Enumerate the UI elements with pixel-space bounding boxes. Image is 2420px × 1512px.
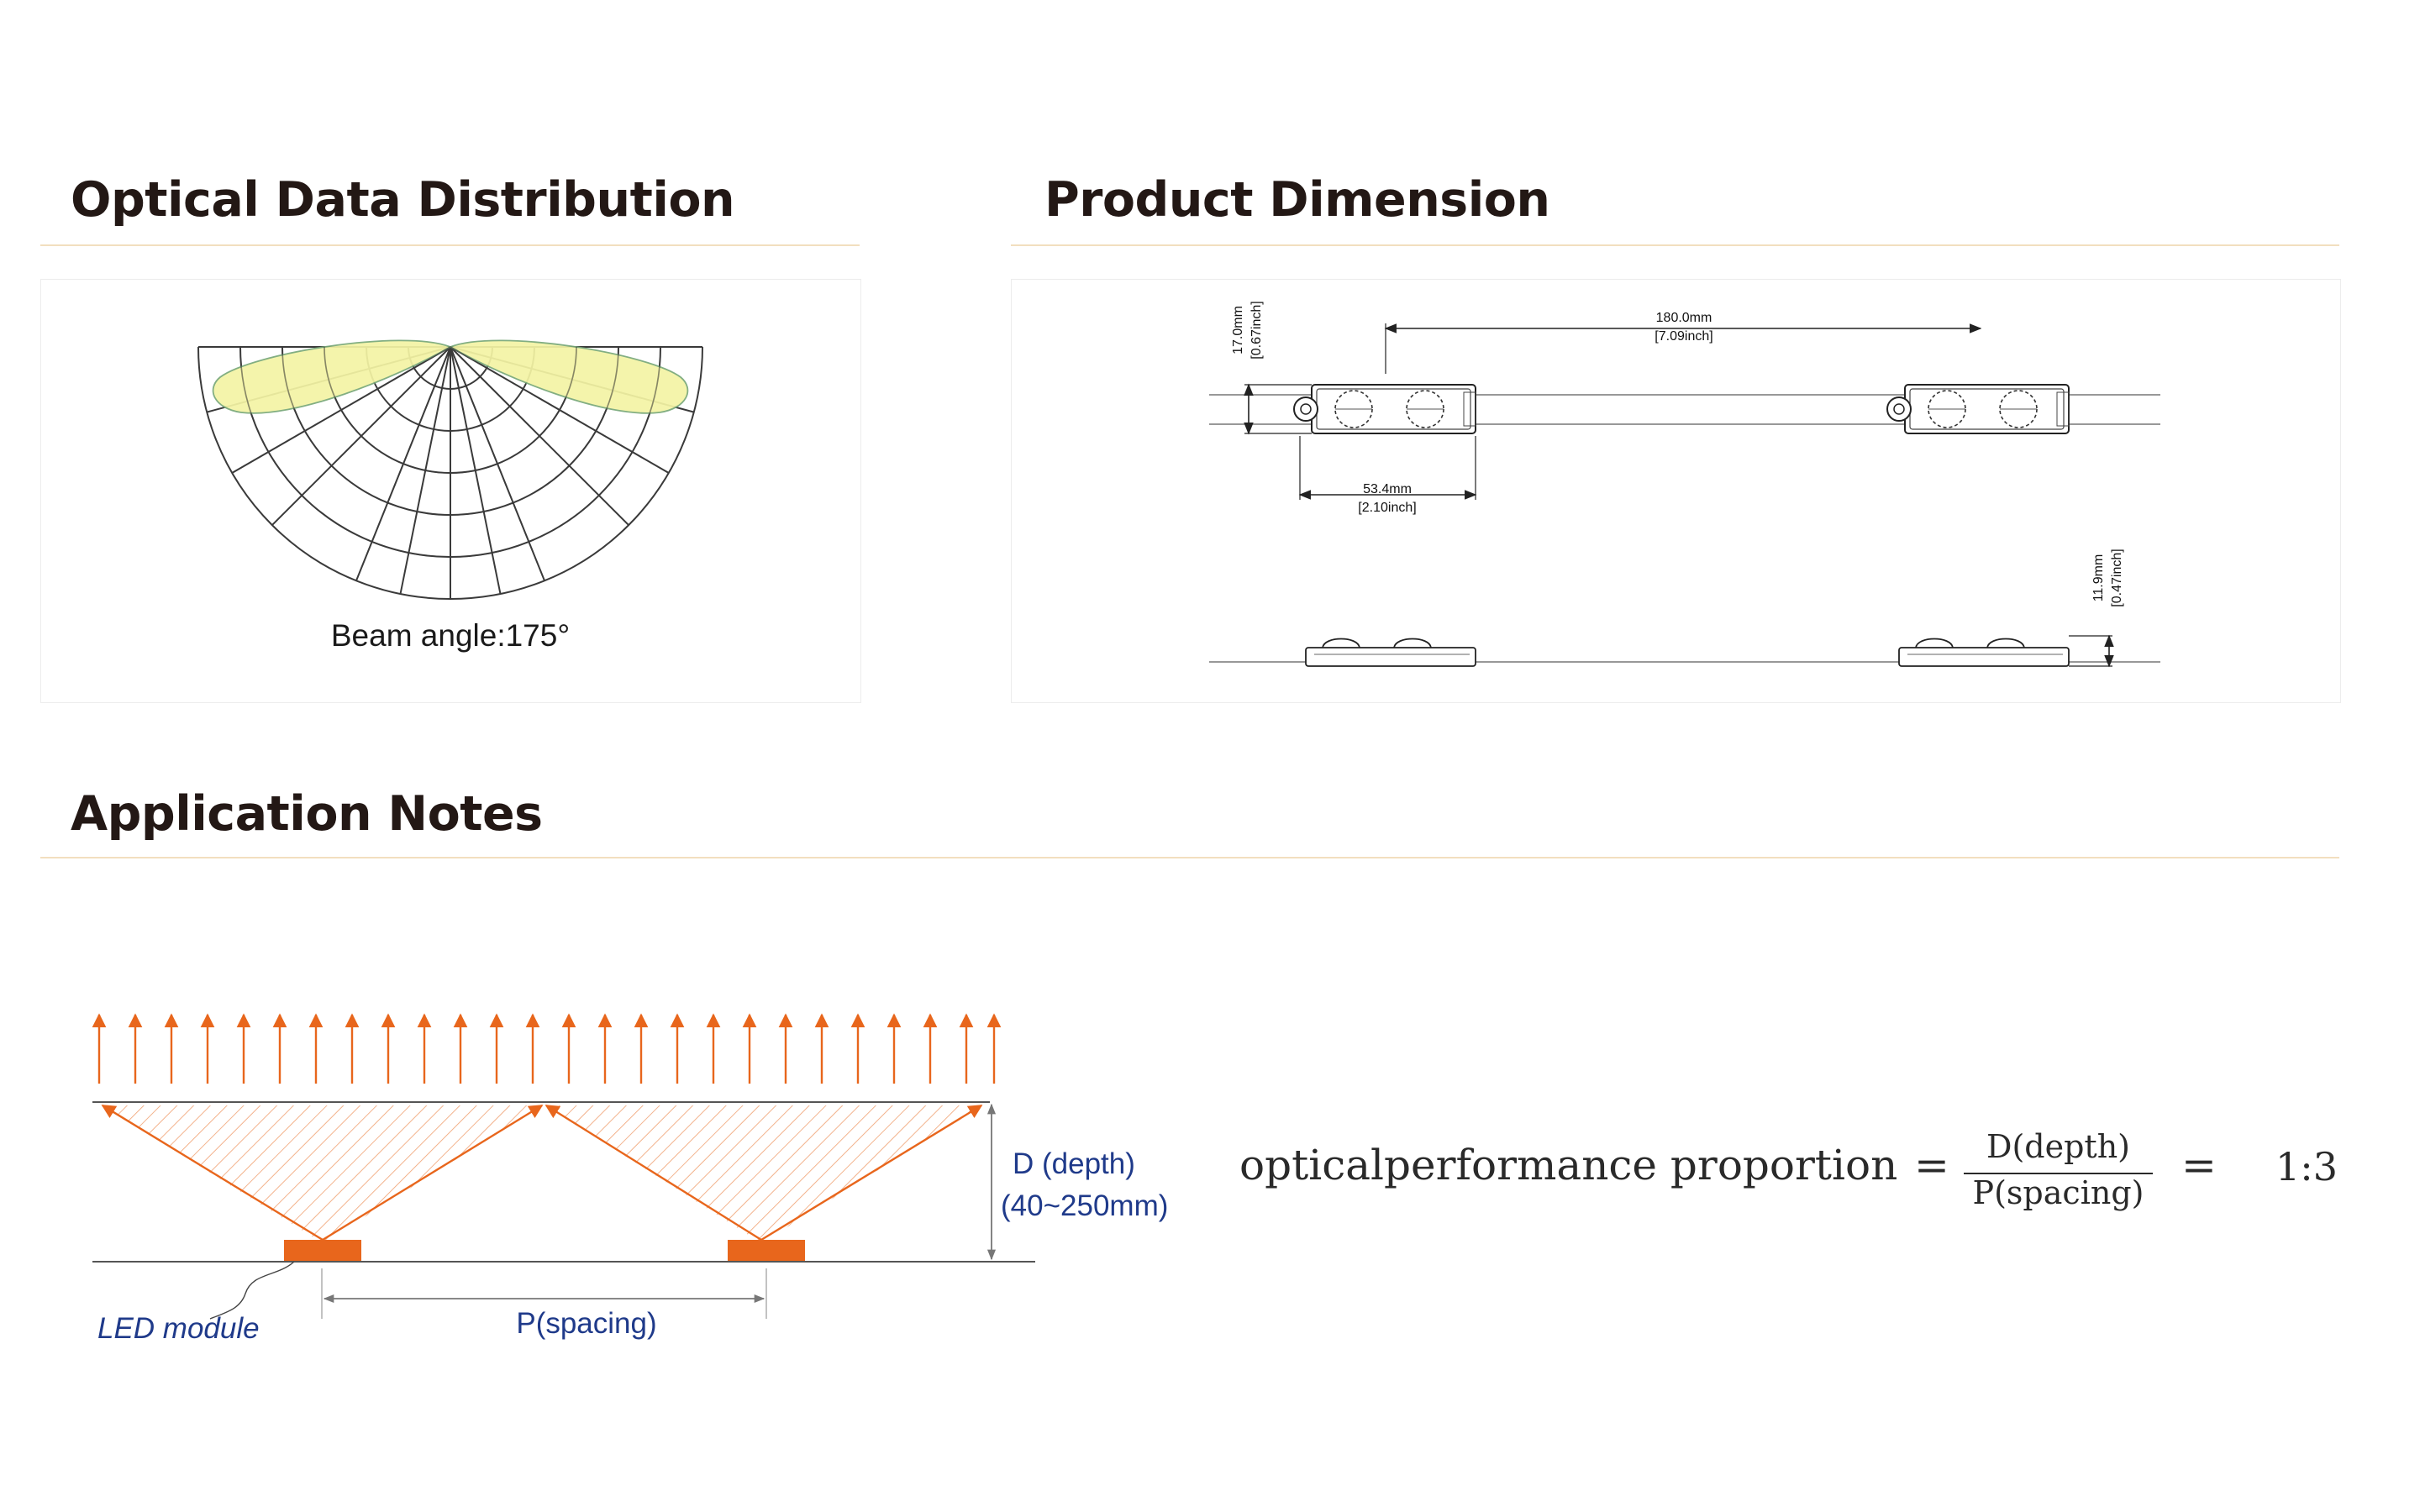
optical-title-rule	[40, 244, 860, 246]
formula-numerator: D(depth)	[1986, 1128, 2130, 1165]
led-module-1	[284, 1240, 361, 1261]
formula-equals: =	[1914, 1141, 1949, 1189]
polar-diagram: Beam angle:175°	[197, 339, 703, 653]
application-section-title: Application Notes	[71, 786, 543, 842]
dimension-title-rule	[1011, 244, 2339, 246]
application-diagram: D (depth) (40~250mm) P(spacing) LED modu…	[92, 1013, 1168, 1345]
light-cone-1	[103, 1105, 542, 1243]
depth-label: D (depth)	[1013, 1147, 1135, 1180]
depth-range-label: (40~250mm)	[1001, 1189, 1168, 1222]
led-module-label: LED module	[97, 1312, 260, 1345]
optical-section-title: Optical Data Distribution	[71, 172, 735, 228]
formula-fraction-bar	[1964, 1173, 2153, 1174]
thickness-inch-label: [0.47inch]	[2110, 549, 2124, 606]
application-title-rule	[40, 857, 2339, 858]
light-arrows	[92, 1013, 1002, 1084]
dimension-section-title: Product Dimension	[1044, 172, 1550, 228]
formula-denominator: P(spacing)	[1972, 1174, 2144, 1211]
module-top-1	[1293, 384, 1476, 434]
formula-equals-2: =	[2181, 1141, 2217, 1189]
pitch-mm-label: 180.0mm	[1656, 311, 1712, 325]
dimension-drawing: 180.0mm [7.09inch] 53.4mm [2.10inch] 17.…	[1209, 301, 2160, 668]
module-side-2	[1898, 638, 2070, 667]
module-side-1	[1305, 638, 1476, 667]
spacing-label: P(spacing)	[516, 1307, 656, 1340]
light-rays	[101, 1104, 983, 1242]
thickness-mm-label: 11.9mm	[2091, 554, 2106, 602]
height-inch-label: [0.67inch]	[1249, 301, 1264, 359]
formula-ratio: 1:3	[2275, 1144, 2338, 1189]
width-mm-label: 53.4mm	[1363, 482, 1412, 496]
module-top-2	[1886, 384, 2070, 434]
formula-text: opticalperformance proportion	[1239, 1141, 1898, 1189]
led-module-2	[728, 1240, 805, 1261]
width-inch-label: [2.10inch]	[1358, 501, 1416, 515]
dimension-panel: 180.0mm [7.09inch] 53.4mm [2.10inch] 17.…	[1011, 279, 2341, 703]
optical-panel: Beam angle:175°	[40, 279, 861, 703]
beam-angle-label: Beam angle:175°	[331, 618, 570, 653]
pitch-inch-label: [7.09inch]	[1655, 329, 1712, 344]
height-mm-label: 17.0mm	[1231, 306, 1245, 354]
light-cone-2	[546, 1105, 981, 1243]
led-leader-line	[209, 1261, 295, 1320]
